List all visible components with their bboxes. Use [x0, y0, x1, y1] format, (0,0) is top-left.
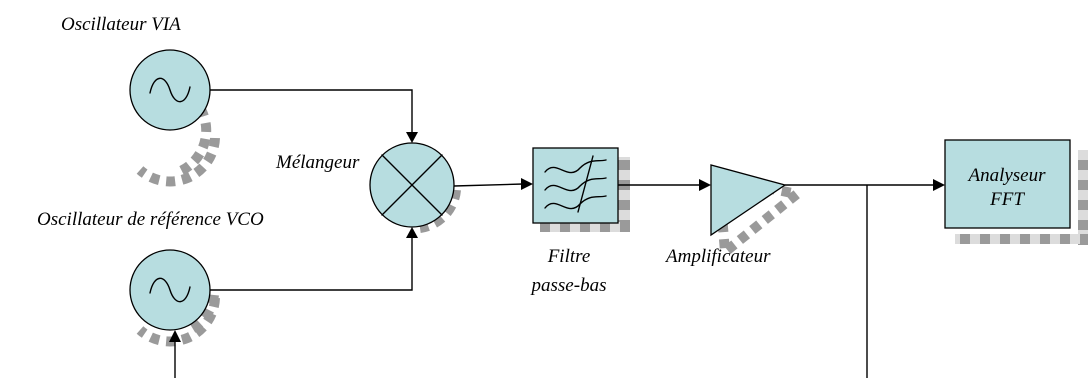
oscillator-via-label: Oscillateur VIA [61, 14, 181, 35]
filter-label-line1: Filtre [547, 246, 591, 267]
oscillator-ref-label: Oscillateur de référence VCO [37, 209, 264, 230]
lowpass-filter-icon [544, 155, 607, 213]
amplifier-label: Amplificateur [664, 246, 771, 267]
lowpass-filter [532, 147, 630, 232]
oscillator-reference-vco [129, 249, 220, 347]
mixer-label: Mélangeur [275, 152, 360, 173]
amplifier [710, 164, 809, 262]
filter-label-line2: passe-bas [530, 275, 607, 296]
mixer [369, 142, 461, 233]
oscillator-via [129, 49, 220, 187]
sine-wave-icon [149, 77, 191, 103]
connections [169, 89, 945, 378]
analyzer-label-line1: Analyseur [966, 165, 1046, 186]
mixer-cross-icon [381, 154, 443, 216]
sine-wave-icon [149, 277, 191, 303]
analyzer-label-line2: FFT [989, 189, 1025, 210]
analyzer-fft: Analyseur FFT [944, 139, 1088, 245]
amplifier-triangle-icon [710, 164, 787, 237]
